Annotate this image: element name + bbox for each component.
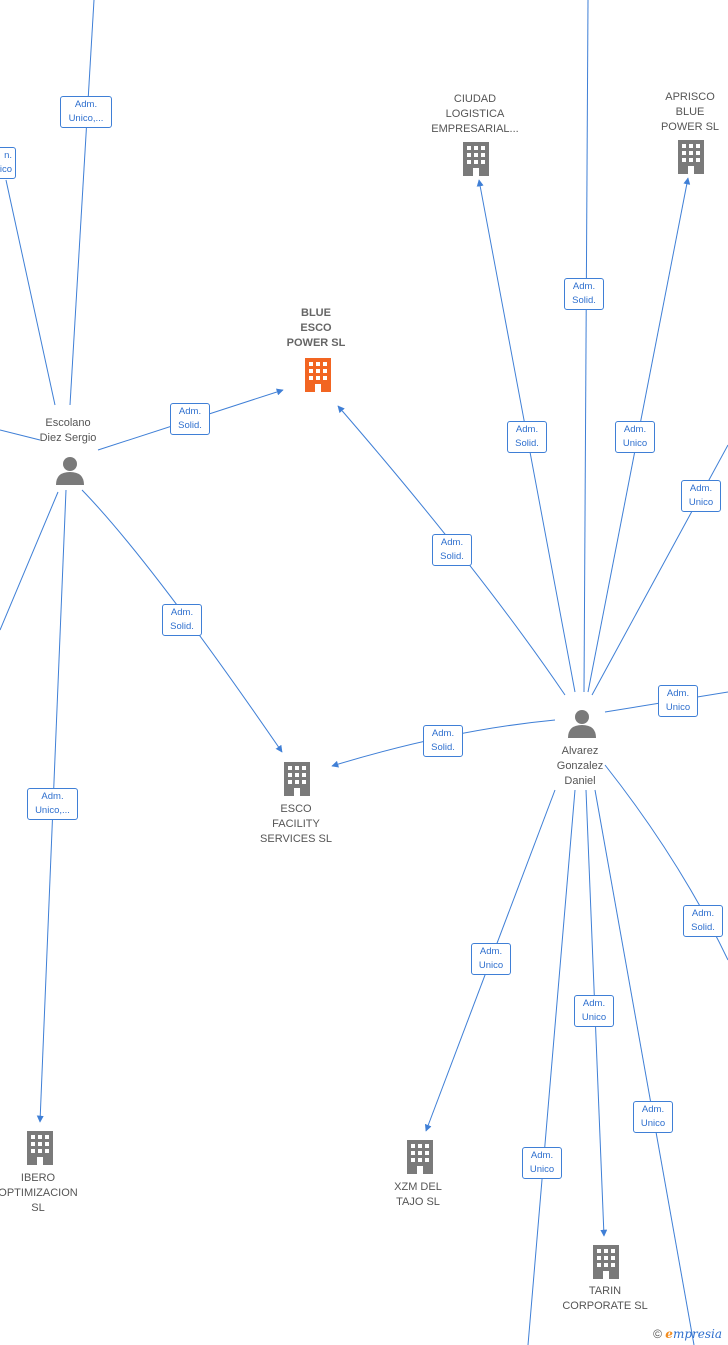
edge-label[interactable]: Adm.Solid. (162, 604, 202, 636)
node-label-esco-facility[interactable]: ESCO FACILITY SERVICES SL (260, 803, 332, 845)
edge-escolano-offleft (0, 429, 41, 441)
edge-label[interactable]: Adm.Unico,... (60, 96, 112, 128)
edge-label[interactable]: Adm.Unico (615, 421, 655, 453)
edge-label[interactable]: Adm.Unico (658, 685, 698, 717)
edge-alvarez-bottom-right (594, 789, 695, 1345)
node-label-alvarez-gonzalez-daniel[interactable]: Alvarez Gonzalez Daniel (556, 745, 604, 787)
node-label-ibero-optimizacion[interactable]: IBERO OPTIMIZACION SL (0, 1172, 78, 1214)
node-label-escolano-diez-sergio[interactable]: Escolano Diez Sergio (39, 417, 97, 444)
edge-label[interactable]: Adm.Solid. (432, 534, 472, 566)
node-label-aprisco-blue-power[interactable]: APRISCO BLUE POWER SL (660, 91, 720, 133)
edge-label[interactable]: Adm.Unico,... (27, 788, 78, 820)
building-icon[interactable] (25, 1131, 55, 1165)
brand-logo: empresia (665, 1327, 722, 1341)
node-label-tarin-corporate[interactable]: TARIN CORPORATE SL (562, 1285, 648, 1312)
edge-label[interactable]: Adm.Solid. (507, 421, 547, 453)
building-icon[interactable] (461, 142, 491, 176)
edge-label[interactable]: Adm.Solid. (683, 905, 723, 937)
edge-escolano-left (5, 179, 56, 406)
edge-label[interactable]: Adm.Unico (522, 1147, 562, 1179)
copyright-watermark: © empresia (653, 1327, 722, 1341)
node-label-ciudad-logistica[interactable]: CIUDAD LOGISTICA EMPRESARIAL... (431, 93, 519, 135)
edge-label[interactable]: Adm.Solid. (423, 725, 463, 757)
edge-alvarez-top (583, 0, 589, 693)
person-icon[interactable] (567, 708, 597, 738)
building-icon[interactable] (676, 140, 706, 174)
node-label-xzm-del-tajo[interactable]: XZM DEL TAJO SL (394, 1181, 442, 1208)
edge-label[interactable]: Adm.Unico (633, 1101, 673, 1133)
edge-label[interactable]: Adm.Solid. (564, 278, 604, 310)
edge-label[interactable]: Adm.Unico (574, 995, 614, 1027)
edge-label[interactable]: n.ico (0, 147, 16, 179)
edge-escolano-lowerleft (0, 491, 59, 631)
edge-escolano-esco-facility (81, 489, 283, 753)
edge-label[interactable]: Adm.Unico (471, 943, 511, 975)
building-icon[interactable] (303, 358, 333, 392)
building-icon[interactable] (405, 1140, 435, 1174)
copyright-symbol: © (653, 1327, 662, 1341)
edge-alvarez-bottom (527, 789, 576, 1345)
person-icon[interactable] (55, 455, 85, 485)
building-icon[interactable] (591, 1245, 621, 1279)
node-label-blue-esco-power[interactable]: BLUE ESCO POWER SL (286, 307, 346, 349)
building-icon[interactable] (282, 762, 312, 796)
edge-escolano-top (69, 0, 95, 406)
edge-label[interactable]: Adm.Solid. (170, 403, 210, 435)
edge-label[interactable]: Adm.Unico (681, 480, 721, 512)
